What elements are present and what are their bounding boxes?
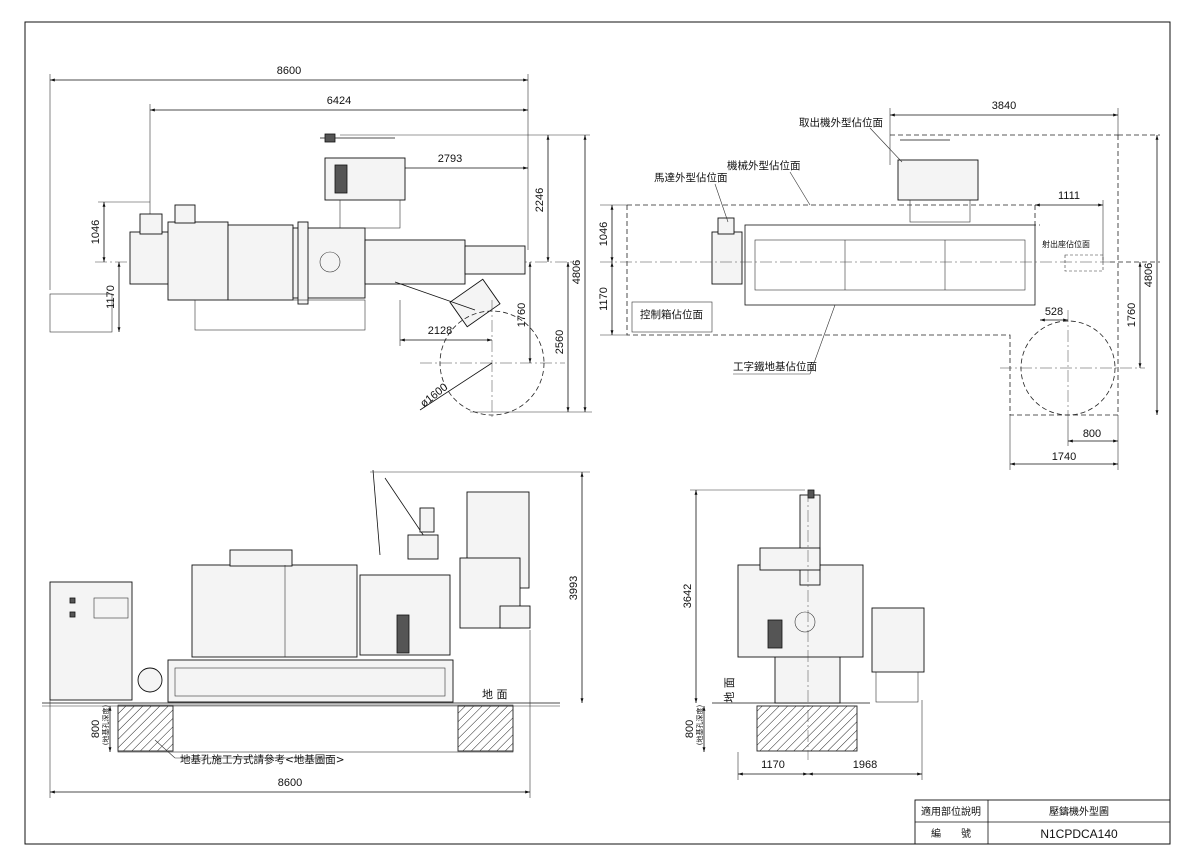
dim-6424: 6424 xyxy=(327,95,351,107)
dim-2560: 2560 xyxy=(554,330,566,354)
label-extractor-area: 取出機外型佔位面 xyxy=(799,116,883,129)
dim-1760-right: 1760 xyxy=(1126,303,1138,327)
label-motor-area: 馬達外型佔位面 xyxy=(654,171,728,184)
dim-800-front: 800 xyxy=(90,720,102,738)
dim-3840: 3840 xyxy=(992,100,1016,112)
dim-1046-left: 1046 xyxy=(90,220,102,244)
dim-800-side: 800 xyxy=(684,720,696,738)
dim-1170-right: 1170 xyxy=(598,287,610,311)
title-block-drawing-number: N1CPDCA140 xyxy=(1040,827,1118,841)
dim-4806: 4806 xyxy=(571,260,583,284)
dim-8600: 8600 xyxy=(277,65,301,77)
side-elevation-view: 3642 800 (地基孔深度) 地 面 1170 1968 xyxy=(682,489,925,780)
top-right-footprint-view: 3840 1111 1046 1170 480 xyxy=(598,100,1160,470)
dim-4806-right: 4806 xyxy=(1143,263,1155,287)
top-left-plan-view: 8600 6424 2793 2246 4806 1046 1170 xyxy=(49,65,592,420)
dim-1968: 1968 xyxy=(853,759,877,771)
front-elevation-view: 3993 800 (地基孔深度) 地 面 地基孔施工方式請參考<地基圖面> 86… xyxy=(42,469,590,798)
dim-1111: 1111 xyxy=(1058,190,1080,202)
dim-2793: 2793 xyxy=(438,153,462,165)
dim-8600-front: 8600 xyxy=(278,777,302,789)
title-block-number-label: 編 號 xyxy=(931,827,971,840)
title-block-drawing-title: 壓鑄機外型圖 xyxy=(1049,805,1109,818)
dim-1170-side: 1170 xyxy=(761,759,785,771)
dim-528: 528 xyxy=(1045,306,1063,318)
dim-800-right: 800 xyxy=(1083,428,1101,440)
label-control-box-area: 控制箱佔位面 xyxy=(640,308,703,321)
side-ground-label: 地 面 xyxy=(723,677,736,703)
dim-1170-left: 1170 xyxy=(105,285,117,309)
front-ground-label: 地 面 xyxy=(482,688,508,701)
sheet-border xyxy=(24,21,1171,845)
dim-2128: 2128 xyxy=(428,325,452,337)
side-pit-depth-label: (地基孔深度) xyxy=(695,705,704,746)
title-block-applicable-label: 適用部位說明 xyxy=(921,805,981,818)
dim-1046-right: 1046 xyxy=(598,222,610,246)
front-foundation-note: 地基孔施工方式請參考<地基圖面> xyxy=(180,753,345,766)
label-i-beam-area: 工字鐵地基佔位面 xyxy=(733,360,817,373)
dim-2246: 2246 xyxy=(534,188,546,212)
label-machine-area: 機械外型佔位面 xyxy=(727,159,801,172)
label-injection-area: 射出座佔位面 xyxy=(1042,239,1090,249)
front-pit-depth-label: (地基孔深度) xyxy=(101,705,110,746)
dim-1760-left: 1760 xyxy=(516,303,528,327)
dim-diameter-1600: ø1600 xyxy=(418,381,450,410)
dim-3993: 3993 xyxy=(568,576,580,600)
dim-1740: 1740 xyxy=(1052,451,1076,463)
dim-3642: 3642 xyxy=(682,584,694,608)
title-block: 適用部位說明 壓鑄機外型圖 編 號 N1CPDCA140 xyxy=(914,799,1171,845)
